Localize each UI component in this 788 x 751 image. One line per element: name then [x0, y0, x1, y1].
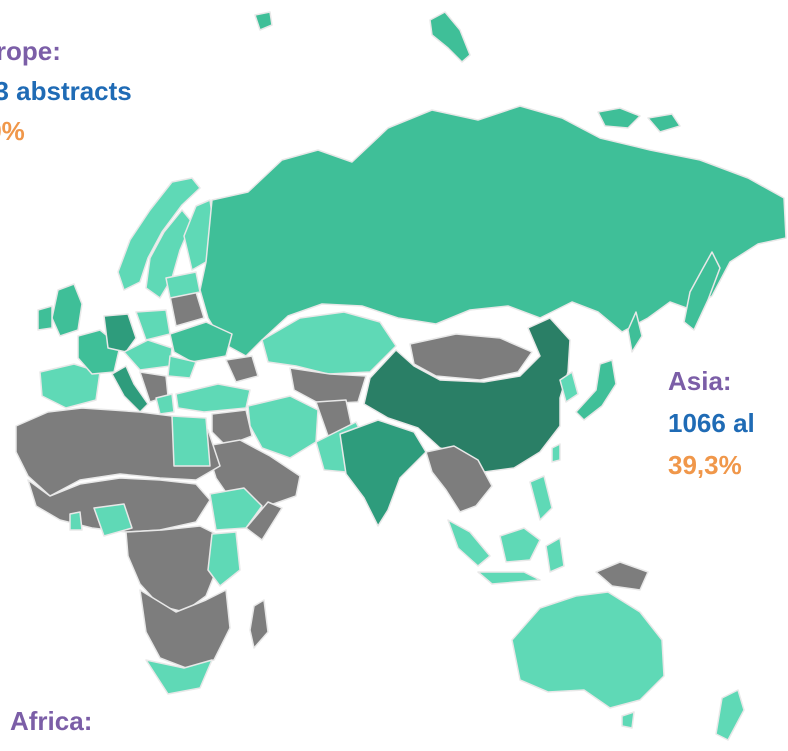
- africa-label: Africa:: [10, 708, 92, 734]
- region-sumatra-malaysia[interactable]: [447, 519, 491, 567]
- africa-name: Africa:: [10, 706, 93, 736]
- region-mongolia[interactable]: [409, 333, 533, 381]
- region-south-africa[interactable]: [145, 659, 213, 695]
- region-japan[interactable]: [575, 359, 617, 421]
- region-africa-north-west[interactable]: [15, 407, 221, 497]
- region-poland[interactable]: [135, 309, 171, 341]
- region-arctic-islands-east[interactable]: [597, 107, 641, 129]
- region-tasmania[interactable]: [621, 711, 635, 729]
- region-greece[interactable]: [155, 393, 175, 415]
- region-kamchatka[interactable]: [683, 251, 721, 331]
- region-central-africa[interactable]: [125, 525, 219, 613]
- region-germany[interactable]: [103, 313, 137, 353]
- region-iberia[interactable]: [39, 363, 101, 409]
- region-novaya-zemlya[interactable]: [429, 11, 471, 63]
- europe-name: urope:: [0, 36, 61, 66]
- region-baltics[interactable]: [165, 271, 201, 299]
- region-taiwan[interactable]: [551, 443, 561, 463]
- region-mainland-se-asia[interactable]: [425, 445, 493, 513]
- europe-count: 03 abstracts: [0, 76, 132, 106]
- region-new-zealand[interactable]: [715, 689, 745, 741]
- region-sulawesi[interactable]: [545, 537, 565, 573]
- region-egypt[interactable]: [171, 415, 211, 467]
- region-romania[interactable]: [167, 355, 197, 379]
- asia-count: 1066 al: [668, 408, 755, 438]
- region-iraq-syria[interactable]: [211, 409, 253, 447]
- region-russia[interactable]: [199, 105, 787, 357]
- region-kazakhstan[interactable]: [261, 311, 397, 375]
- asia-label: Asia: 1066 al 39,3%: [668, 368, 755, 494]
- region-caucasus[interactable]: [225, 355, 259, 383]
- region-korea[interactable]: [559, 371, 579, 403]
- asia-percent: 39,3%: [668, 450, 742, 480]
- region-ireland[interactable]: [37, 305, 53, 331]
- asia-name: Asia:: [668, 366, 732, 396]
- region-ethiopia[interactable]: [209, 487, 263, 531]
- region-turkey[interactable]: [175, 383, 251, 413]
- region-uk[interactable]: [51, 283, 83, 337]
- region-ghana[interactable]: [69, 511, 83, 531]
- region-nigeria[interactable]: [93, 503, 133, 537]
- region-kenya-tanzania[interactable]: [207, 531, 241, 587]
- region-new-guinea[interactable]: [595, 561, 649, 591]
- europe-percent: ,9%: [0, 116, 25, 146]
- region-horn-of-africa[interactable]: [245, 501, 283, 541]
- region-australia[interactable]: [511, 591, 665, 709]
- region-italy[interactable]: [111, 365, 149, 413]
- region-ukraine[interactable]: [169, 321, 233, 363]
- region-philippines[interactable]: [529, 475, 553, 521]
- region-sakhalin[interactable]: [627, 311, 643, 353]
- region-iran[interactable]: [247, 395, 319, 459]
- region-central-asia[interactable]: [289, 367, 367, 405]
- region-southern-africa[interactable]: [139, 589, 231, 669]
- europe-label: urope: 03 abstracts ,9%: [0, 38, 132, 158]
- region-china[interactable]: [363, 317, 571, 473]
- region-norway[interactable]: [117, 177, 201, 291]
- region-india[interactable]: [339, 419, 427, 527]
- region-madagascar[interactable]: [249, 599, 269, 649]
- region-svalbard[interactable]: [254, 11, 273, 31]
- region-arctic-islands-east-2[interactable]: [647, 113, 681, 133]
- region-java[interactable]: [477, 571, 541, 585]
- region-borneo[interactable]: [499, 527, 541, 563]
